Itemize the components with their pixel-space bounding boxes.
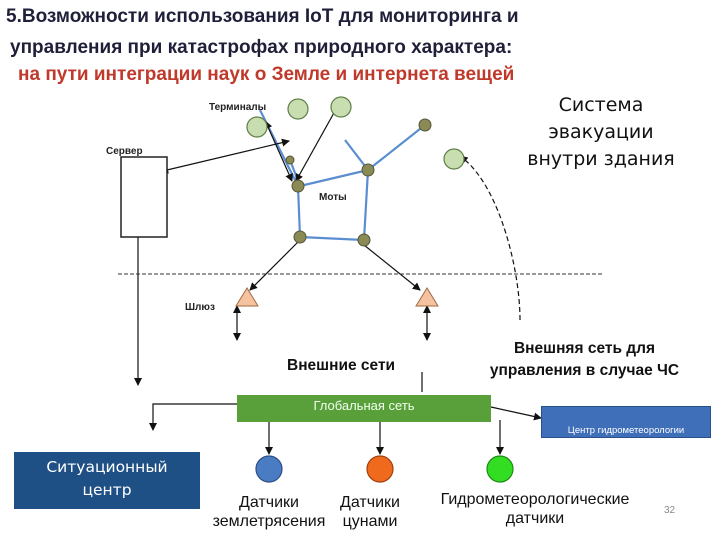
- tsunami-sensor-label: Датчики цунами: [325, 493, 415, 531]
- mote-node: [285, 155, 295, 165]
- hydro-sensor-dot: [486, 455, 514, 483]
- evacuation-line-1: Система: [558, 94, 644, 116]
- terminal-node: [330, 96, 352, 118]
- gateway-label: Шлюз: [185, 302, 215, 313]
- mote-node: [291, 179, 305, 193]
- hydro-sensor-label: Гидрометеорологические датчики: [425, 490, 645, 528]
- earthquake-sensor-line-1: Датчики: [239, 494, 299, 511]
- dashed-arrow: [459, 155, 521, 321]
- link: [367, 124, 426, 171]
- hydro-sensor-line-2: датчики: [505, 510, 565, 527]
- arrow: [249, 241, 299, 291]
- page-number: 32: [664, 505, 676, 516]
- external-network-label: Внешняя сеть для управления в случае ЧС: [467, 338, 702, 382]
- tsunami-sensor-line-1: Датчики: [340, 494, 400, 511]
- mote-node: [293, 230, 307, 244]
- arrow: [490, 406, 542, 421]
- terminals-label: Терминалы: [209, 102, 267, 113]
- link: [362, 169, 370, 241]
- hydro-sensor-line-1: Гидрометеорологические: [440, 491, 630, 508]
- link: [296, 185, 302, 238]
- evacuation-line-3: внутри здания: [527, 148, 675, 170]
- mote-node: [361, 163, 375, 177]
- arrow: [363, 244, 421, 291]
- evacuation-line-2: эвакуации: [548, 121, 654, 143]
- mote-links: [259, 109, 426, 242]
- evacuation-system-label: Система эвакуации внутри здания: [503, 92, 699, 173]
- tsunami-sensor-dot: [366, 455, 394, 483]
- earthquake-sensor-label: Датчики землетрясения: [194, 493, 344, 531]
- slide-title-line-2: управления при катастрофах природного ха…: [10, 37, 513, 58]
- external-network-line-1: Внешняя сеть для: [513, 340, 656, 357]
- mote-node: [418, 118, 432, 132]
- server-box: [120, 156, 168, 238]
- terminal-node: [443, 148, 465, 170]
- situation-center-box: Ситуационный центр: [14, 452, 200, 509]
- earthquake-sensor-line-2: землетрясения: [212, 513, 326, 530]
- tsunami-sensor-line-2: цунами: [342, 513, 398, 530]
- motes-label: Моты: [319, 192, 347, 203]
- gateway-triangle: [235, 287, 259, 307]
- gateway-triangle: [415, 287, 439, 307]
- slide-title-line-1: 5.Возможности использования IoT для мони…: [6, 6, 519, 27]
- terminal-node: [287, 98, 309, 120]
- arrow: [160, 138, 290, 174]
- mote-node: [357, 233, 371, 247]
- slide-title-line-3: на пути интеграции наук о Земле и интерн…: [18, 64, 515, 85]
- hydro-center-box: Центр гидрометеорологии: [541, 406, 711, 438]
- arrow: [264, 120, 293, 182]
- server-label: Сервер: [106, 146, 143, 157]
- arrow: [149, 403, 237, 431]
- global-network-box: Глобальная сеть: [237, 395, 491, 422]
- situation-center-line-2: центр: [82, 481, 132, 499]
- situation-center-line-1: Ситуационный: [46, 458, 168, 476]
- arrow: [295, 110, 336, 182]
- link: [299, 235, 365, 242]
- terminal-node: [246, 116, 268, 138]
- link: [299, 168, 369, 188]
- external-networks-label: Внешние сети: [287, 357, 396, 374]
- earthquake-sensor-dot: [255, 455, 283, 483]
- external-network-line-2: управления в случае ЧС: [489, 362, 680, 379]
